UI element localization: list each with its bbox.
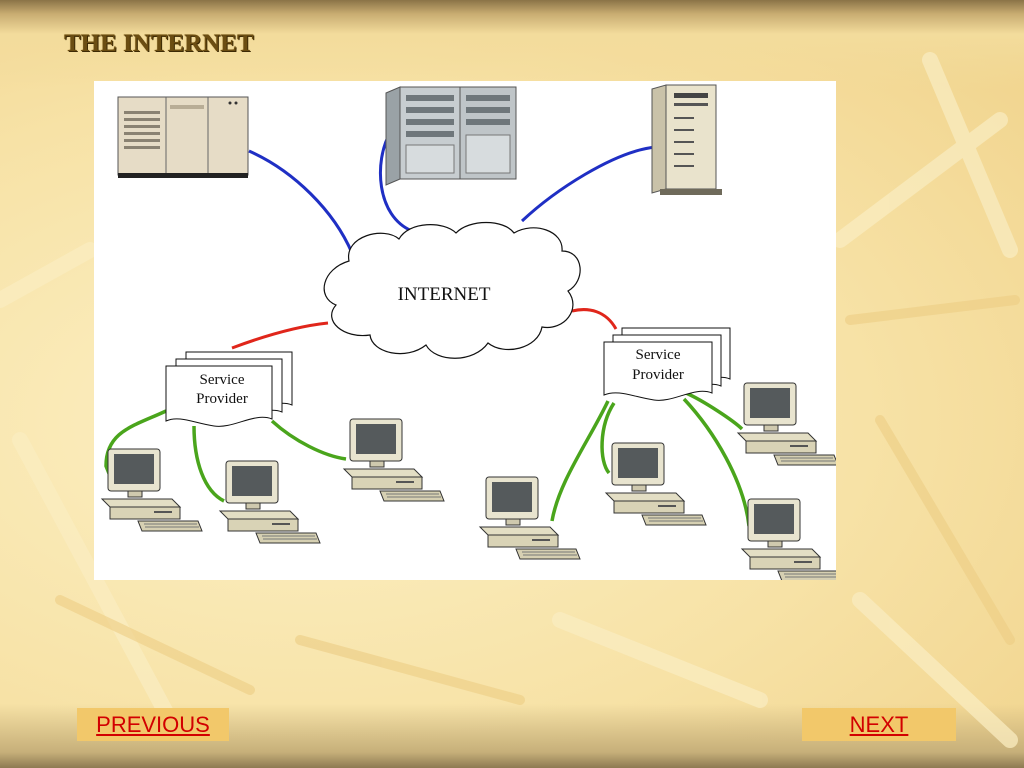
provider-left-line2: Provider: [196, 391, 248, 407]
link-client-4: [550, 400, 610, 522]
service-provider-left-icon: Service Provider: [165, 351, 293, 427]
link-client-2: [192, 425, 225, 503]
server-connections: [248, 132, 657, 254]
cloud-label: INTERNET: [398, 284, 491, 305]
link-client-5: [600, 402, 616, 475]
provider-connections: [231, 308, 618, 350]
link-provider-left: [231, 321, 329, 350]
internet-network-diagram: INTERNET Service Provider Service Provid…: [94, 81, 836, 580]
link-provider-right: [571, 308, 618, 330]
tower-server-icon: [651, 84, 722, 195]
client-computer-6-icon: [737, 382, 836, 466]
client-computer-7-icon: [741, 498, 836, 580]
slide-title: THE INTERNET: [64, 30, 254, 57]
client-computer-2-icon: [219, 460, 321, 544]
next-button[interactable]: NEXT: [802, 708, 956, 741]
rack-server-icon: [385, 86, 517, 186]
link-server-right: [520, 145, 657, 223]
provider-right-line2: Provider: [632, 367, 684, 383]
service-provider-right-icon: Service Provider: [603, 327, 731, 401]
provider-right-line1: Service: [636, 347, 681, 363]
mainframe-server-icon: [117, 96, 249, 178]
client-computer-5-icon: [605, 442, 707, 526]
client-connections: [104, 391, 751, 527]
internet-cloud-icon: INTERNET: [323, 222, 581, 359]
provider-left-line1: Service: [200, 372, 245, 388]
link-server-left: [248, 149, 354, 254]
client-computer-3-icon: [343, 418, 445, 502]
client-computer-4-icon: [479, 476, 581, 560]
client-computer-1-icon: [101, 448, 203, 532]
link-server-center: [379, 132, 413, 233]
link-client-7: [682, 397, 751, 527]
previous-button[interactable]: PREVIOUS: [77, 708, 229, 741]
link-client-6: [685, 391, 744, 431]
link-client-3: [270, 419, 347, 461]
link-client-1: [104, 409, 167, 482]
